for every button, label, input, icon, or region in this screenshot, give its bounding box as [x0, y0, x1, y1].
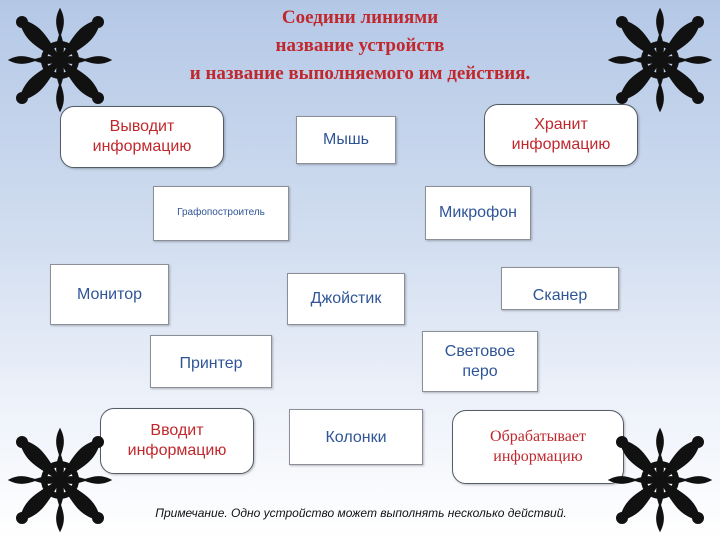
corner-ornament-icon [607, 7, 713, 113]
device-printer-box[interactable]: Принтер [150, 335, 272, 388]
device-speakers-box[interactable]: Колонки [289, 409, 423, 465]
device-light-pen-box[interactable]: Световое перо [422, 331, 538, 392]
action-input-box[interactable]: Вводит информацию [100, 408, 254, 474]
device-joystick-box[interactable]: Джойстик [287, 273, 405, 325]
corner-ornament-icon [607, 427, 713, 533]
action-store-box[interactable]: Хранит информацию [484, 104, 638, 166]
device-plotter-box[interactable]: Графопостроитель [153, 186, 289, 241]
title-line-1: Соедини линиями [281, 7, 439, 28]
note-text: Примечание. Одно устройство может выполн… [155, 506, 567, 520]
corner-ornament-icon [7, 7, 113, 113]
action-output-box[interactable]: Выводит информацию [60, 106, 224, 168]
title-line-3: и название выполняемого им действия. [189, 63, 531, 84]
device-mouse-box[interactable]: Мышь [296, 116, 396, 164]
action-process-box[interactable]: Обрабатывает информацию [452, 410, 624, 484]
slide-title: Соедини линиями название устройств и наз… [120, 4, 600, 88]
device-microphone-box[interactable]: Микрофон [425, 186, 531, 240]
device-scanner-box[interactable]: Сканер [501, 267, 619, 310]
corner-ornament-icon [7, 427, 113, 533]
device-monitor-box[interactable]: Монитор [50, 264, 169, 325]
title-line-2: название устройств [275, 35, 445, 56]
